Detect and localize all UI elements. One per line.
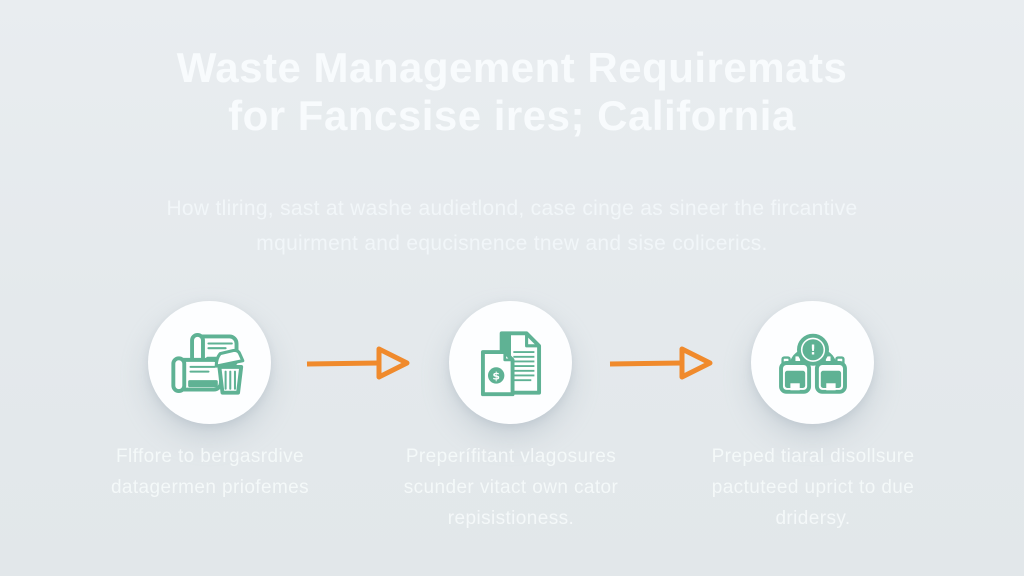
step-1-caption: Flffore to bergasrdive datagermen priofe… (55, 441, 365, 503)
caption-line: Preperífitant vlagosures (405, 446, 617, 467)
caption-line: dridersy. (775, 508, 851, 529)
step-1-circle (148, 301, 271, 424)
waste-bins-icon (170, 332, 244, 395)
franchise-documents-icon: $ (480, 330, 541, 396)
arrow-right-icon (609, 346, 713, 380)
caption-line: Flffore to bergasrdive (116, 446, 304, 467)
svg-text:!: ! (809, 343, 815, 358)
svg-text:$: $ (492, 369, 500, 382)
page-subtitle-line-2: mquirment and equcisnence tnew and sise … (256, 232, 768, 255)
caption-line: scunder vitact own cator (403, 477, 619, 498)
caption-line: repisistioness. (447, 508, 575, 529)
caption-line: datagermen priofemes (110, 477, 310, 498)
disposal-containers-icon: ! (778, 333, 847, 394)
step-3-caption: Preped tiaral disollsure pactuteed upric… (658, 441, 968, 534)
page-title: Waste Management Requiremats for Fancsis… (0, 44, 1024, 140)
caption-line: pactuteed uprict to due (711, 477, 915, 498)
step-3-circle: ! (751, 301, 874, 424)
caption-line: Preped tiaral disollsure (711, 446, 915, 467)
page-subtitle: How tliring, sast at washe audietlond, c… (0, 191, 1024, 261)
step-2-caption: Preperífitant vlagosures scunder vitact … (356, 441, 666, 534)
arrow-right-icon (306, 346, 410, 380)
page-title-line-1: Waste Management Requiremats (176, 44, 848, 91)
page-subtitle-line-1: How tliring, sast at washe audietlond, c… (166, 197, 858, 220)
step-2-circle: $ (449, 301, 572, 424)
page-title-line-2: for Fancsise ires; California (228, 92, 796, 139)
